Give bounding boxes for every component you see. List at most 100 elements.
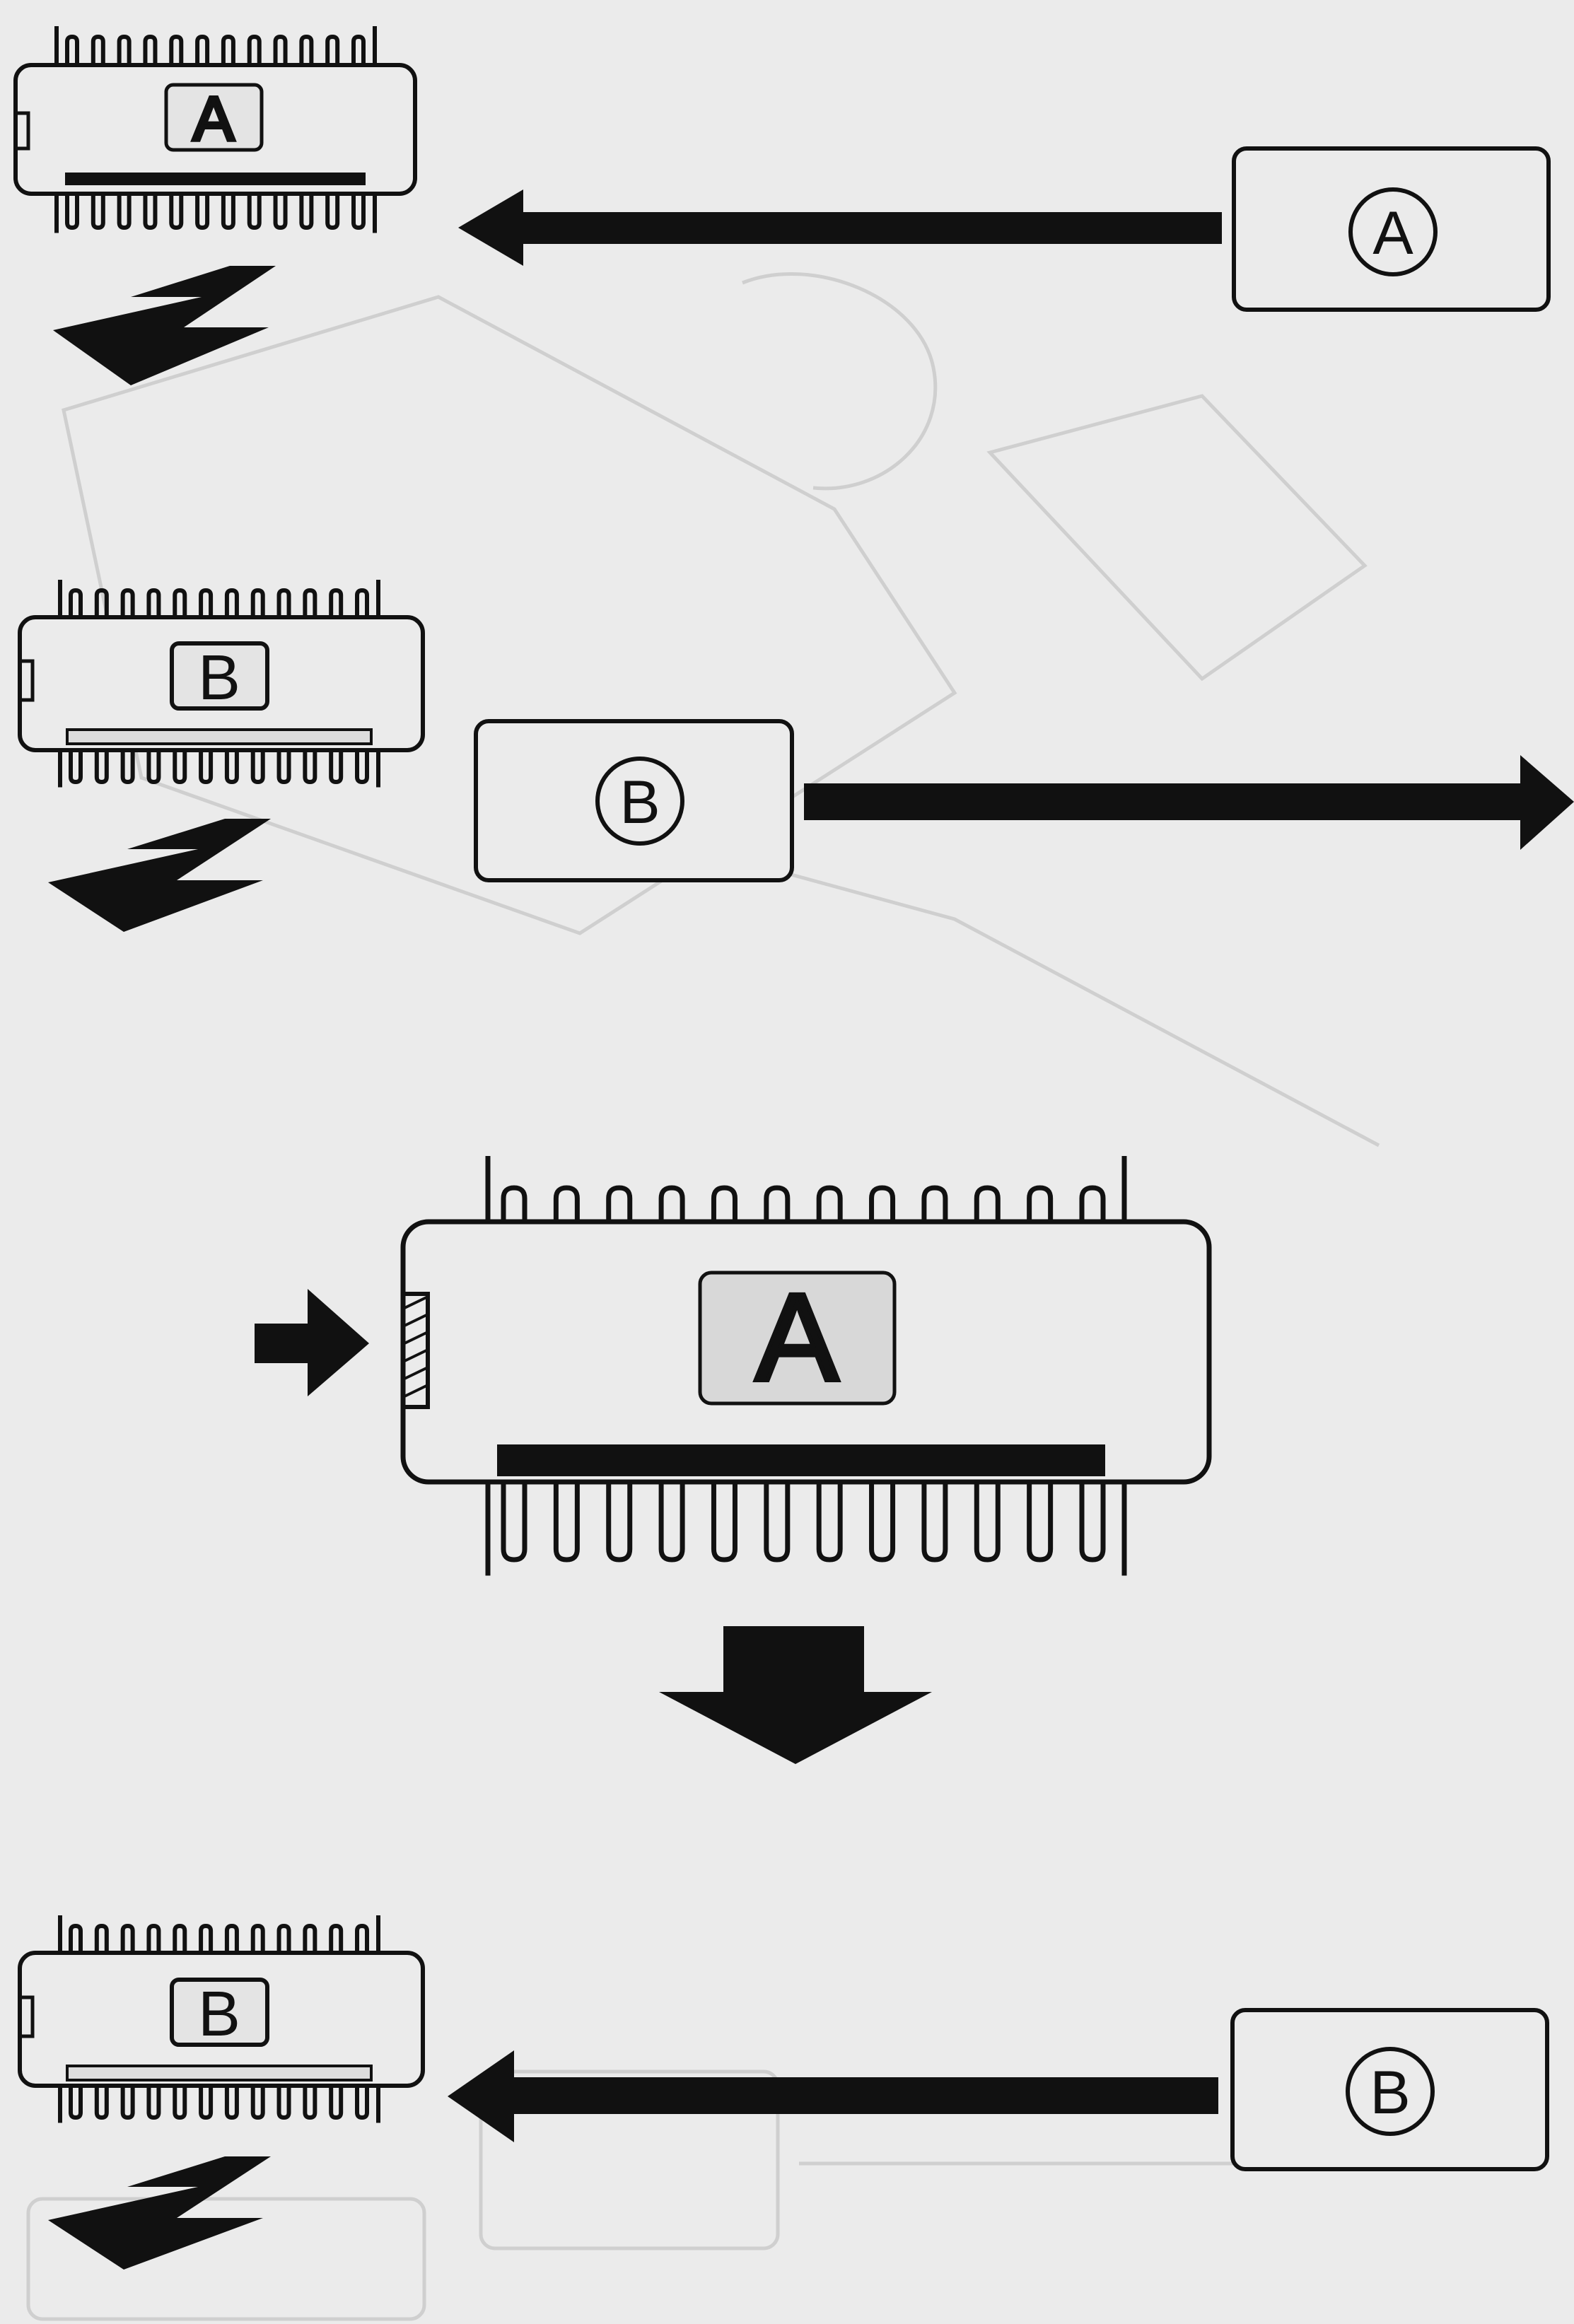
chip-pin xyxy=(869,1482,896,1563)
chip-pin xyxy=(247,194,262,230)
chip-pin xyxy=(329,750,344,785)
chip-pin xyxy=(711,1482,738,1563)
chip-pin xyxy=(224,2086,239,2120)
chip-label-frame xyxy=(170,1978,269,2047)
chip-pin xyxy=(329,588,344,617)
chip-pin xyxy=(816,1482,843,1563)
chip-pin xyxy=(117,194,132,230)
chip-pin xyxy=(1027,1482,1054,1563)
chip-pin xyxy=(195,194,210,230)
chip-pin xyxy=(355,2086,369,2120)
panel-b-bottom: B xyxy=(1230,2008,1549,2171)
chip-pin xyxy=(273,194,288,230)
chip-pin xyxy=(69,750,83,785)
down-arrow-icon xyxy=(659,1626,932,1764)
chip-pin xyxy=(921,1482,948,1563)
chip-pin xyxy=(91,194,105,230)
chip-pin xyxy=(974,1482,1001,1563)
left-arrow-icon xyxy=(458,189,1222,266)
chip-label-b: B xyxy=(198,643,240,713)
chip-pin xyxy=(199,750,214,785)
chip-pin xyxy=(94,588,109,617)
panel-a: A xyxy=(1232,146,1551,312)
chip-pin xyxy=(711,1185,738,1222)
chip-notch xyxy=(18,659,35,702)
panel-b-circle xyxy=(595,757,684,846)
chip-pin xyxy=(195,34,210,65)
chip-notch-hatched xyxy=(401,1292,430,1409)
chip-pin xyxy=(553,1482,580,1563)
chip-pin xyxy=(303,588,317,617)
chip-pin xyxy=(120,1923,135,1953)
chip-pin xyxy=(501,1185,527,1222)
chip-notch xyxy=(13,111,30,151)
chip-label-frame xyxy=(164,83,264,152)
chip-label-frame xyxy=(170,641,269,711)
chip-pin xyxy=(120,750,135,785)
chip-pin xyxy=(65,34,79,65)
chip-pin xyxy=(120,588,135,617)
chip-b-small-bottom: B xyxy=(18,1915,425,2123)
chip-label-a: A xyxy=(193,84,235,154)
insert-arrow-icon xyxy=(255,1289,369,1396)
chip-a-small: A xyxy=(13,26,417,233)
chip-pin xyxy=(276,2086,291,2120)
chip-pin xyxy=(94,750,109,785)
down-left-arrow-icon xyxy=(48,2156,271,2270)
chip-b-small-top: B xyxy=(18,580,425,788)
chip-pin xyxy=(65,194,79,230)
chip-pin xyxy=(606,1482,633,1563)
panel-b-label: B xyxy=(619,769,660,836)
chip-pin xyxy=(173,1923,187,1953)
chip-pin xyxy=(329,1923,344,1953)
chip-pin xyxy=(173,588,187,617)
chip-pin xyxy=(146,2086,161,2120)
right-arrow-icon xyxy=(804,755,1574,850)
chip-pin xyxy=(606,1185,633,1222)
chip-pin xyxy=(224,750,239,785)
chip-pins-top xyxy=(58,580,380,617)
chip-pin xyxy=(94,2086,109,2120)
chip-pin xyxy=(146,750,161,785)
chip-pin xyxy=(143,194,158,230)
chip-pin xyxy=(355,588,369,617)
chip-pin xyxy=(273,34,288,65)
chip-pin xyxy=(303,1923,317,1953)
chip-label-b: B xyxy=(198,1979,240,2050)
chip-label-frame xyxy=(698,1271,897,1406)
chip-pin xyxy=(276,1923,291,1953)
chip-pin xyxy=(199,1923,214,1953)
chip-pin xyxy=(299,194,314,230)
chip-pin xyxy=(247,34,262,65)
chip-pins-bottom xyxy=(58,2086,380,2123)
chip-pin xyxy=(869,1185,896,1222)
down-left-arrow-icon xyxy=(53,266,276,385)
chip-pin xyxy=(224,588,239,617)
chip-pin xyxy=(351,194,366,230)
chip-pin xyxy=(69,588,83,617)
chip-pin xyxy=(250,1923,265,1953)
chip-pin xyxy=(69,2086,83,2120)
chip-pin xyxy=(276,750,291,785)
chip-pins-top xyxy=(54,26,377,65)
chip-pin xyxy=(325,34,340,65)
chip-pin xyxy=(169,34,184,65)
down-left-arrow-icon xyxy=(48,819,271,932)
chip-pin xyxy=(303,2086,317,2120)
chip-pin xyxy=(224,1923,239,1953)
chip-notch xyxy=(18,1995,35,2038)
chip-pin xyxy=(91,34,105,65)
chip-pin xyxy=(199,2086,214,2120)
chip-stripe-light xyxy=(66,2065,373,2081)
chip-pin xyxy=(221,34,235,65)
chip-pin xyxy=(355,1923,369,1953)
panel-b-label: B xyxy=(1370,2059,1410,2127)
panel-b-middle: B xyxy=(474,719,794,882)
chip-pin xyxy=(325,194,340,230)
panel-a-circle xyxy=(1348,187,1438,276)
chip-pins-bottom xyxy=(54,194,377,233)
chip-pin xyxy=(355,750,369,785)
chip-stripe-light xyxy=(66,728,373,745)
chip-pin xyxy=(351,34,366,65)
